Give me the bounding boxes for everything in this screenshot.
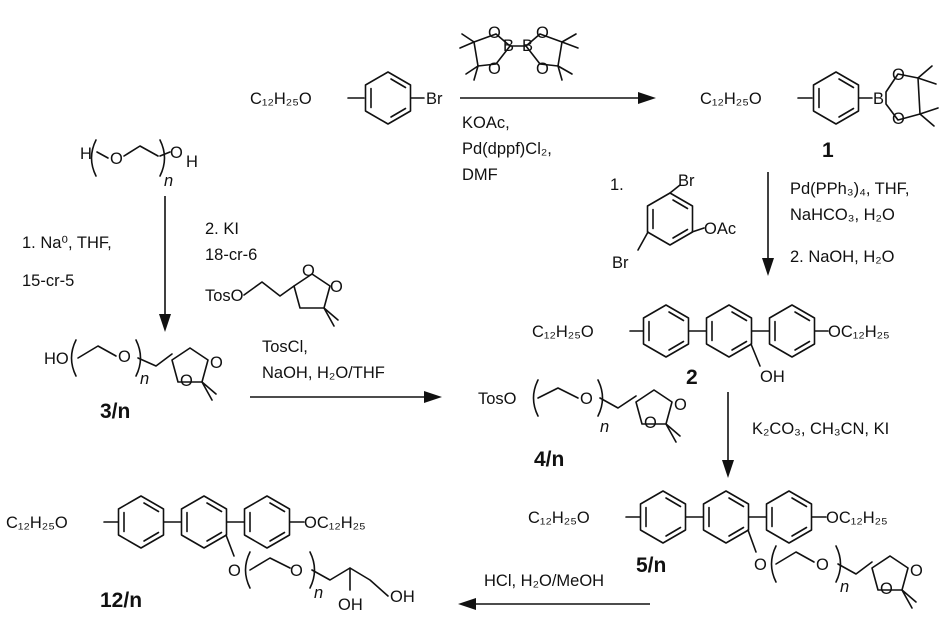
reagent-line: TosCl, <box>262 338 308 356</box>
oxygen-label: O <box>536 24 549 42</box>
dibromophenyl-acetate-structure: Br OAc Br <box>612 172 736 272</box>
oxygen-label: O <box>580 390 593 408</box>
bromo-label: Br <box>426 90 443 108</box>
aryl-bromide-structure: C₁₂H₂₅O Br <box>250 71 443 125</box>
suzuki-conditions: Pd(PPh₃)₄, THF, NaHCO₃, H₂O 2. NaOH, H₂O <box>790 180 910 266</box>
boron-label: B <box>522 37 533 55</box>
alkylation-arrow <box>159 196 171 332</box>
dodecyloxy-label: C₁₂H₂₅O <box>700 90 762 108</box>
dodecyloxy-label: C₁₂H₂₅O <box>250 90 312 108</box>
compound-number: 2 <box>686 366 698 389</box>
oxygen-label: O <box>228 562 241 580</box>
etherification-arrow <box>722 392 734 478</box>
tosylation-conditions: TosCl, NaOH, H₂O/THF <box>262 338 385 382</box>
oxygen-label: O <box>180 372 193 390</box>
bis-pinacolato-diboron-structure: B B O O O O <box>459 24 579 81</box>
oxygen-label: O <box>674 396 687 414</box>
oxygen-label: O <box>892 66 905 84</box>
oxygen-label: O <box>892 110 905 128</box>
reagent-line: KOAc, <box>462 114 510 132</box>
hydroxy-label: OH <box>338 596 363 614</box>
deprotection-arrow <box>458 598 650 610</box>
tosylated-peg-structure: TosO O n O O <box>478 379 687 443</box>
bromo-label: Br <box>612 254 629 272</box>
compound-number: 3/n <box>100 400 130 423</box>
diol-amphiphile-structure: C₁₂H₂₅O OC₁₂H₂₅ O O n OH OH <box>6 495 415 614</box>
peg-diol-structure: H O O H n <box>80 139 198 190</box>
boron-label: B <box>503 37 514 55</box>
boron-label: B <box>873 90 884 108</box>
reagent-line: 1. Na⁰, THF, <box>22 234 112 252</box>
hydrogen-label: H <box>186 153 198 171</box>
reagent-line: 15-cr-5 <box>22 272 74 290</box>
hydroxy-label: OH <box>760 368 785 386</box>
oxygen-label: O <box>330 278 343 296</box>
compound-number: 4/n <box>534 448 564 471</box>
reagent-line: NaHCO₃, H₂O <box>790 206 895 224</box>
oxygen-label: O <box>118 348 131 366</box>
reagent-line: 2. KI <box>205 220 239 238</box>
repeat-unit-label: n <box>314 584 323 602</box>
hydroxy-label: OH <box>390 588 415 606</box>
reagent-line: HCl, H₂O/MeOH <box>484 572 604 590</box>
dodecyloxy-label: C₁₂H₂₅O <box>532 323 594 341</box>
oxygen-label: O <box>302 262 315 280</box>
compound-number: 1 <box>822 139 834 162</box>
oxygen-label: O <box>644 414 657 432</box>
suzuki-arrow <box>762 172 774 276</box>
dodecyloxy-label: C₁₂H₂₅O <box>528 509 590 527</box>
reagent-line: 2. NaOH, H₂O <box>790 248 895 266</box>
borylation-arrow <box>460 92 656 104</box>
hydrogen-label: H <box>80 145 92 163</box>
oxygen-label: O <box>110 150 123 168</box>
oxygen-label: O <box>816 556 829 574</box>
boronate-ester-structure: C₁₂H₂₅O B O O <box>700 65 939 128</box>
repeat-unit-label: n <box>840 578 849 596</box>
dodecyloxy-label: C₁₂H₂₅O <box>6 514 68 532</box>
protected-amphiphile-structure: C₁₂H₂₅O OC₁₂H₂₅ O O n O O <box>528 490 923 609</box>
step-number: 1. <box>610 176 624 194</box>
hydroxy-label: HO <box>44 350 69 368</box>
oxygen-label: O <box>488 60 501 78</box>
oxygen-label: O <box>536 60 549 78</box>
monoprotected-peg-structure: HO O n O O <box>44 339 223 401</box>
borylation-conditions: KOAc, Pd(dppf)Cl₂, DMF <box>462 114 552 184</box>
reagent-line: NaOH, H₂O/THF <box>262 364 385 382</box>
reagent-line: K₂CO₃, CH₃CN, KI <box>752 420 889 438</box>
reagent-line: Pd(dppf)Cl₂, <box>462 140 552 158</box>
tosyl-acetonide-structure: TosO O O <box>205 262 343 327</box>
compound-number: 5/n <box>636 554 666 577</box>
oxygen-label: O <box>210 354 223 372</box>
hydroxy-label: O <box>170 144 183 162</box>
compound-number: 12/n <box>100 589 142 612</box>
tosyloxy-label: TosO <box>478 390 517 408</box>
tosylation-arrow <box>250 391 442 403</box>
alkylation-conditions: 1. Na⁰, THF, 15-cr-5 2. KI 18-cr-6 <box>22 220 257 290</box>
oxygen-label: O <box>880 580 893 598</box>
repeat-unit-label: n <box>164 172 173 190</box>
acetoxy-label: OAc <box>704 220 736 238</box>
oxygen-label: O <box>488 24 501 42</box>
dodecyloxy-label: OC₁₂H₂₅ <box>828 323 890 341</box>
oxygen-label: O <box>754 556 767 574</box>
repeat-unit-label: n <box>600 418 609 436</box>
dodecyloxy-label: OC₁₂H₂₅ <box>304 514 366 532</box>
reagent-line: Pd(PPh₃)₄, THF, <box>790 180 910 198</box>
tosyloxy-label: TosO <box>205 287 244 305</box>
oxygen-label: O <box>290 562 303 580</box>
reagent-line: DMF <box>462 166 498 184</box>
bromo-label: Br <box>678 172 695 190</box>
reagent-line: 18-cr-6 <box>205 246 257 264</box>
repeat-unit-label: n <box>140 370 149 388</box>
oxygen-label: O <box>910 562 923 580</box>
terphenyl-phenol-structure: C₁₂H₂₅O OC₁₂H₂₅ OH <box>532 304 890 386</box>
dodecyloxy-label: OC₁₂H₂₅ <box>826 509 888 527</box>
